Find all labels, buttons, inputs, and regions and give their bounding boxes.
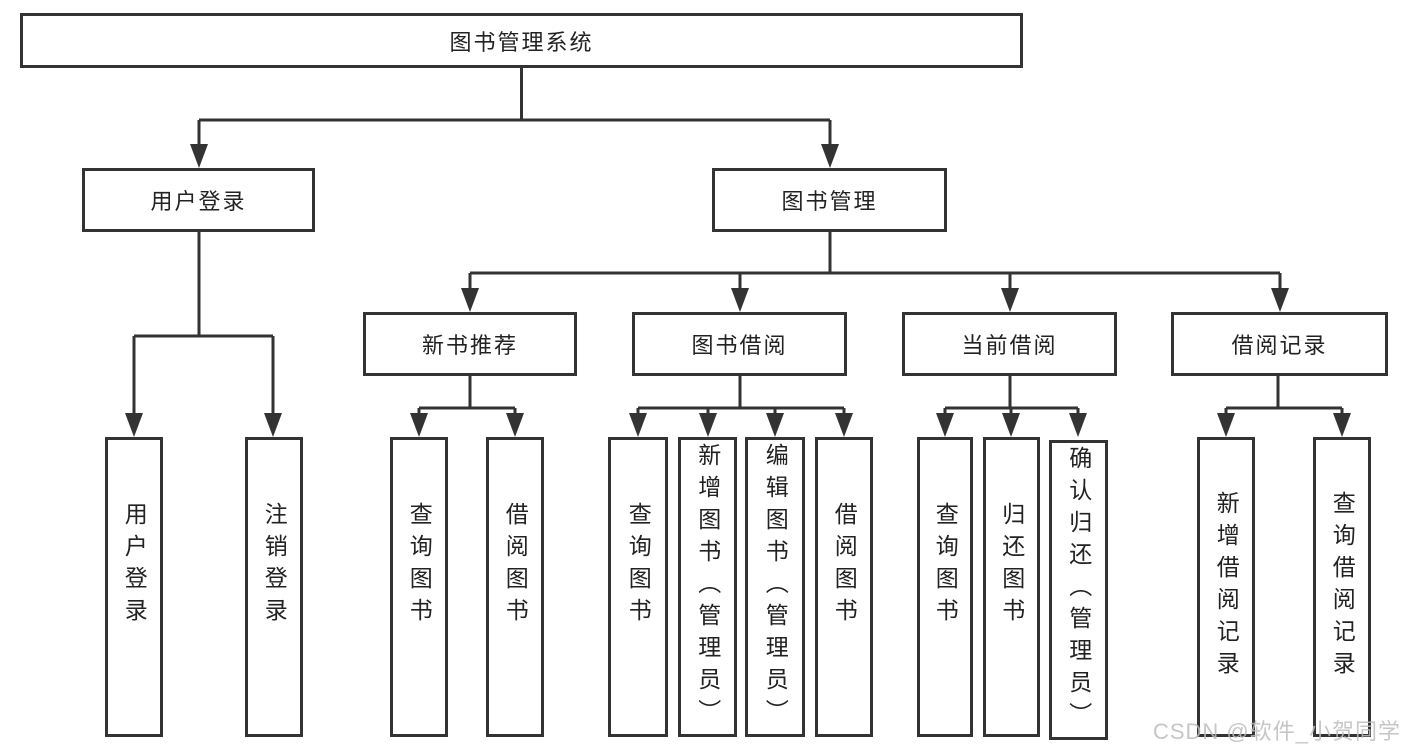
node-current-borrow: 当前借阅 [902,312,1117,376]
leaf-query-borrow-record: 查询借阅记录 [1313,437,1371,737]
node-new-book-recommend: 新书推荐 [363,312,577,376]
leaf-borrow-books: 借阅图书 [815,437,873,737]
leaf-add-borrow-record: 新增借阅记录 [1197,437,1255,737]
leaf-borrow-books-recommend: 借阅图书 [486,437,544,737]
node-book-borrow: 图书借阅 [632,312,847,376]
leaf-query-books-borrow: 查询图书 [608,437,668,737]
leaf-query-books-current: 查询图书 [917,437,973,737]
leaf-query-books-recommend: 查询图书 [390,437,448,737]
leaf-confirm-return-admin: 确认归还（管理员） [1049,440,1108,740]
leaf-logout: 注销登录 [245,437,303,737]
node-user-login: 用户登录 [82,168,315,232]
leaf-user-login: 用户登录 [105,437,163,737]
leaf-edit-books-admin: 编辑图书（管理员） [745,437,805,737]
node-book-management: 图书管理 [712,168,947,232]
leaf-add-books-admin: 新增图书（管理员） [678,437,737,737]
leaf-return-books: 归还图书 [983,437,1040,737]
node-root-library-system: 图书管理系统 [20,13,1023,68]
node-borrow-records: 借阅记录 [1171,312,1388,376]
